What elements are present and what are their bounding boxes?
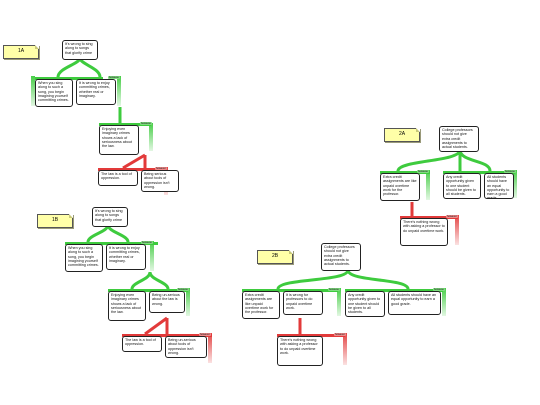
map-label-1a: 1A	[3, 45, 39, 59]
support-tag: because	[433, 288, 445, 291]
reason-box[interactable]: It is wrong for professors to do unpaid …	[283, 291, 323, 315]
reason-box[interactable]: Any credit opportunity given to one stud…	[345, 291, 385, 317]
objection-box[interactable]: Being un-serious about tools of oppressi…	[165, 336, 207, 358]
support-tag: because	[328, 288, 340, 291]
objection-box[interactable]: There's nothing wrong with asking a prof…	[277, 336, 323, 366]
objection-box[interactable]: Being serious about tools of oppression …	[141, 170, 179, 192]
contention-box[interactable]: It's wrong to sing along to songs that g…	[92, 207, 128, 227]
support-tag: because	[108, 76, 120, 79]
map-label-2b: 2B	[257, 250, 293, 264]
support-tag: because	[140, 122, 152, 125]
map-1b-connectors	[65, 224, 212, 363]
supporting-claim-box[interactable]: Enjoying even imaginary crimes shows a l…	[99, 125, 139, 155]
reason-box[interactable]: Extra credit assignments are like unpaid…	[380, 173, 420, 201]
map-2a-connectors	[380, 149, 517, 245]
reason-box[interactable]: It is wrong to enjoy committing crimes, …	[76, 79, 116, 105]
objection-box[interactable]: There's nothing wrong with asking a prof…	[400, 218, 448, 246]
reason-box[interactable]: All students should have an equal opport…	[484, 173, 514, 199]
support-tag: because	[141, 241, 153, 244]
reason-box[interactable]: Any credit opportunity given to one stud…	[443, 173, 481, 199]
reason-box[interactable]: When you sing along to such a song, you …	[65, 244, 103, 272]
support-tag: because	[177, 288, 189, 291]
support-tag: because	[417, 170, 429, 173]
contention-box[interactable]: College professors should not give extra…	[321, 243, 361, 271]
supporting-claim-box[interactable]: Enjoying even imaginary crimes shows a l…	[108, 291, 146, 321]
contention-box[interactable]: College professors should not give extra…	[439, 126, 479, 152]
objection-box[interactable]: The law is a tool of oppression.	[98, 170, 138, 186]
objection-box[interactable]: The law is a tool of oppression.	[122, 336, 162, 352]
reason-box[interactable]: It is wrong to enjoy committing crimes, …	[106, 244, 146, 270]
map-label-1b: 1B	[37, 214, 73, 228]
reason-box[interactable]: Extra credit assignments are like unpaid…	[242, 291, 280, 319]
supporting-claim-box[interactable]: Being un-serious about the law is wrong.	[149, 291, 185, 313]
map-2b-connectors	[242, 269, 446, 365]
reason-box[interactable]: All students should have an equal opport…	[388, 291, 441, 315]
oppose-tag: however	[199, 333, 211, 336]
reason-box[interactable]: When you sing along to such a song, you …	[35, 79, 73, 107]
oppose-tag: however	[446, 215, 458, 218]
contention-box[interactable]: It's wrong to sing along to songs that g…	[62, 40, 98, 60]
map-label-2a: 2A	[384, 128, 420, 142]
oppose-tag: however	[334, 333, 346, 336]
oppose-tag: however	[155, 167, 167, 170]
support-tag: because	[504, 170, 516, 173]
